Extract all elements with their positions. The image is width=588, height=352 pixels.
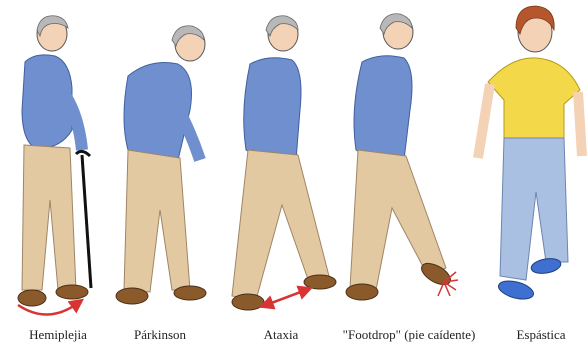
caption-hemiplejia: Hemiplejia [29, 327, 87, 343]
caption-ataxia: Ataxia [264, 327, 299, 343]
figure-hemiplejia [18, 16, 91, 315]
figure-espastica [478, 6, 582, 302]
caption-footdrop: "Footdrop" (pie caídente) [343, 327, 476, 343]
figure-parkinson [116, 26, 206, 304]
figure-ataxia [232, 16, 336, 310]
caption-parkinson: Párkinson [134, 327, 186, 343]
figure-footdrop [346, 14, 458, 300]
caption-espastica: Espástica [516, 327, 565, 343]
